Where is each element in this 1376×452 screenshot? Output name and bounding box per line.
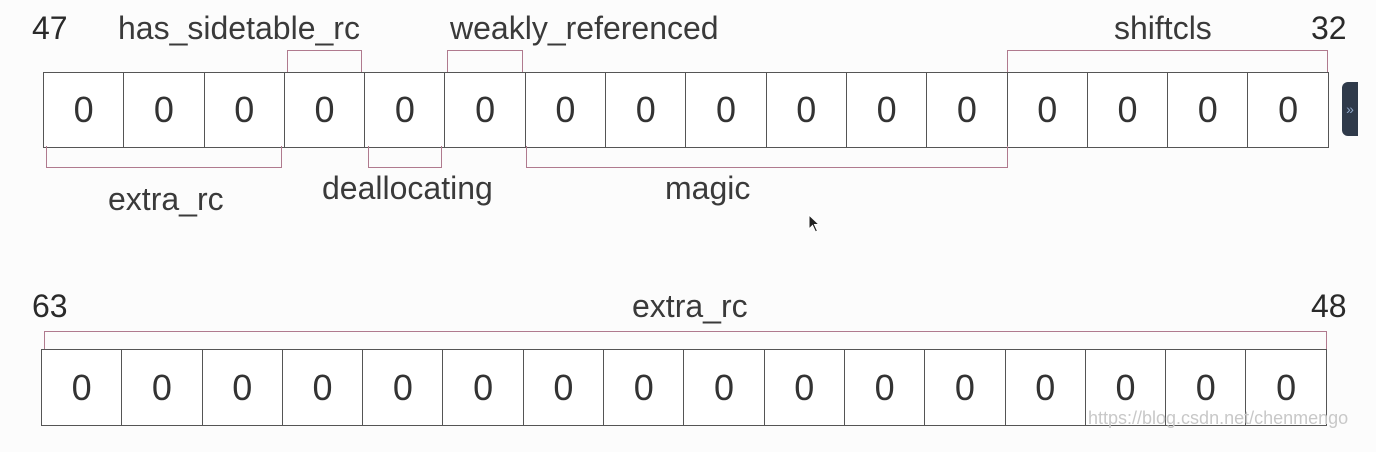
bit-cell: 0 (1005, 349, 1086, 426)
field-label-magic: magic (665, 170, 751, 206)
bit-cell: 0 (1085, 349, 1167, 426)
bottom-bit-low-label: 48 (1311, 288, 1347, 324)
bit-cell: 0 (365, 72, 446, 148)
bit-cell: 0 (606, 72, 687, 148)
field-label-weakly-referenced: weakly_referenced (450, 10, 719, 46)
bit-cell: 0 (684, 349, 765, 426)
field-label-deallocating: deallocating (322, 170, 493, 206)
bit-cell: 0 (282, 349, 364, 426)
bracket-weakly-referenced (447, 50, 523, 72)
bit-cell: 0 (443, 349, 524, 426)
bit-cell: 0 (1168, 72, 1249, 148)
bit-cell: 0 (846, 72, 928, 148)
bit-cell: 0 (927, 72, 1008, 148)
double-chevron-right-icon: » (1346, 101, 1354, 117)
bit-cell: 0 (1087, 72, 1169, 148)
bracket-deallocating (368, 146, 442, 168)
top-bit-high-label: 47 (32, 10, 68, 46)
top-bit-low-label: 32 (1311, 10, 1347, 46)
bit-cell: 0 (44, 72, 125, 148)
bit-cell: 0 (445, 72, 526, 148)
bit-cell: 0 (1246, 349, 1327, 426)
bit-cell: 0 (604, 349, 685, 426)
watermark-text: https://blog.csdn.net/chenmengo (1088, 408, 1349, 428)
bit-cell: 0 (42, 349, 123, 426)
bit-cell: 0 (1007, 72, 1088, 148)
bracket-shiftcls (1007, 50, 1328, 72)
bit-cell: 0 (925, 349, 1006, 426)
bit-cell: 0 (525, 72, 607, 148)
bit-cell: 0 (523, 349, 605, 426)
bit-cell: 0 (686, 72, 767, 148)
bit-cell: 0 (202, 349, 283, 426)
bracket-extra-rc-low (46, 146, 282, 168)
bit-cell: 0 (363, 349, 444, 426)
field-label-has-sidetable-rc: has_sidetable_rc (118, 10, 360, 46)
bottom-bit-high-label: 63 (32, 288, 68, 324)
field-label-extra-rc-high: extra_rc (632, 288, 748, 324)
bit-cell: 0 (1248, 72, 1329, 148)
bit-cell: 0 (1166, 349, 1247, 426)
bit-cell: 0 (764, 349, 845, 426)
bit-cell: 0 (122, 349, 203, 426)
bracket-extra-rc-high (44, 331, 1327, 349)
mouse-pointer-icon (808, 214, 821, 233)
bit-cell: 0 (124, 72, 205, 148)
field-label-shiftcls: shiftcls (1114, 10, 1212, 46)
bit-cell: 0 (284, 72, 366, 148)
bracket-has-sidetable-rc (287, 50, 362, 72)
bit-cell: 0 (844, 349, 926, 426)
field-label-extra-rc: extra_rc (108, 181, 224, 217)
bracket-magic (526, 146, 1008, 168)
bit-cell: 0 (766, 72, 847, 148)
bit-cell: 0 (204, 72, 285, 148)
side-panel-toggle[interactable]: » (1342, 82, 1358, 136)
